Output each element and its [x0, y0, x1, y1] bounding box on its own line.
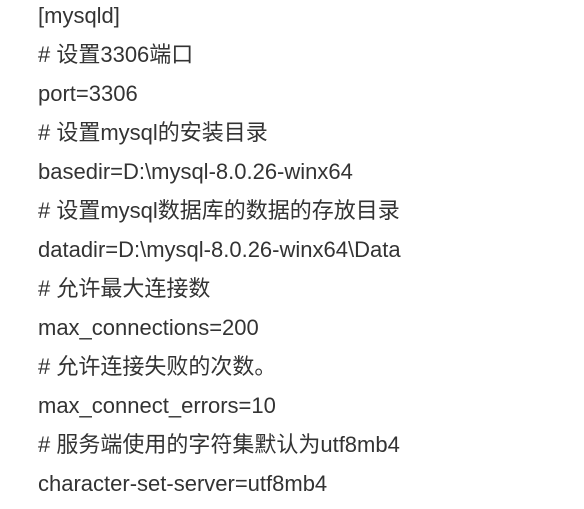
setting-max-connections: max_connections=200 — [38, 315, 259, 340]
setting-basedir: basedir=D:\mysql-8.0.26-winx64 — [38, 159, 353, 184]
comment-charset: # 服务端使用的字符集默认为utf8mb4 — [38, 432, 400, 457]
comment-basedir: # 设置mysql的安装目录 — [38, 120, 268, 145]
section-header-mysqld: [mysqld] — [38, 3, 120, 28]
setting-port: port=3306 — [38, 81, 138, 106]
comment-port: # 设置3306端口 — [38, 42, 194, 67]
setting-charset: character-set-server=utf8mb4 — [38, 471, 328, 496]
comment-max-connect-errors: # 允许连接失败的次数。 — [38, 354, 277, 379]
setting-max-connect-errors: max_connect_errors=10 — [38, 393, 276, 418]
setting-datadir: datadir=D:\mysql-8.0.26-winx64\Data — [38, 237, 401, 262]
comment-datadir: # 设置mysql数据库的数据的存放目录 — [38, 198, 400, 223]
comment-max-connections: # 允许最大连接数 — [38, 276, 211, 301]
